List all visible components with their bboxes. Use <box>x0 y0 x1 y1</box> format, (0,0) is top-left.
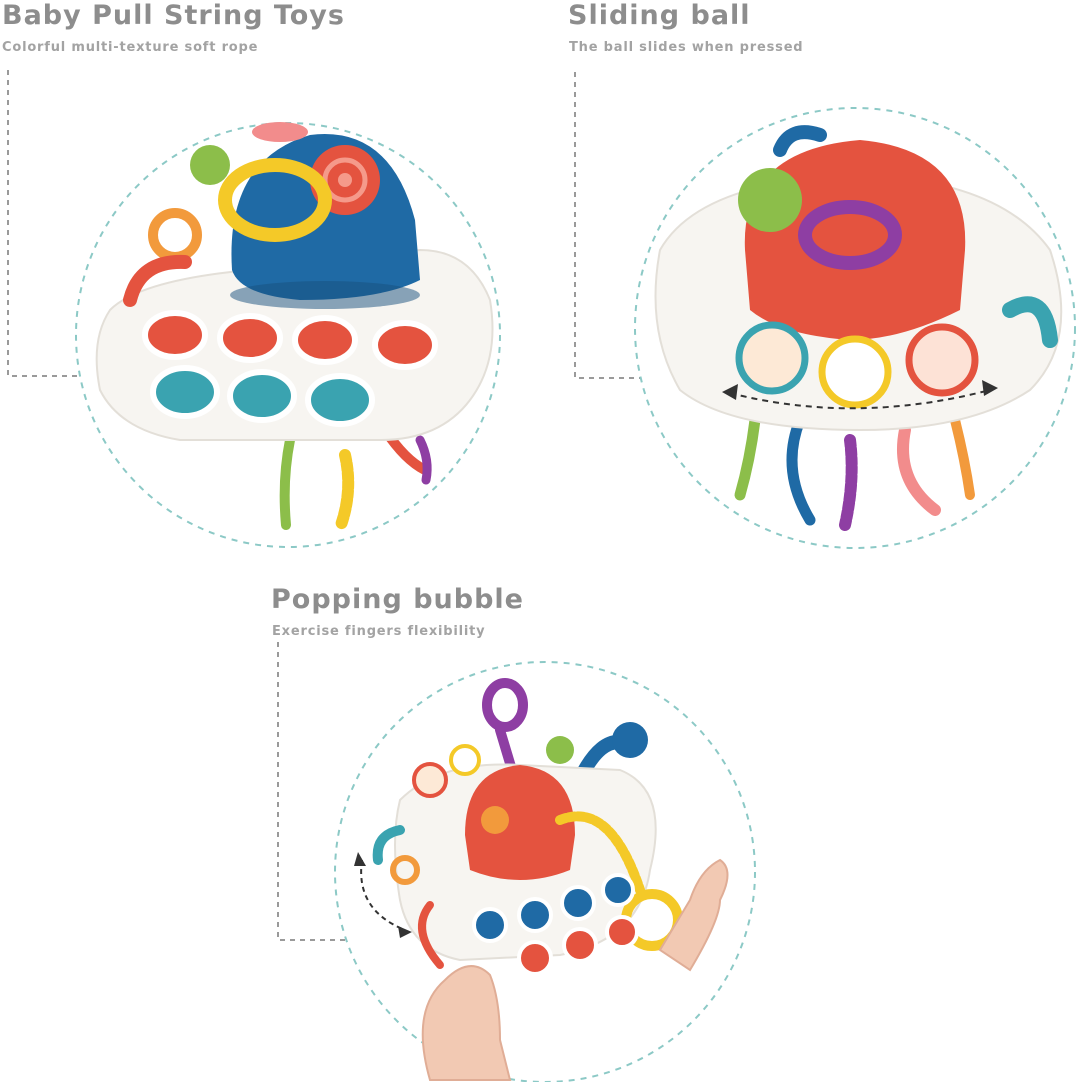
baby-pull-string-toy-photo <box>95 122 494 531</box>
feature-subtitle-sliding-ball: The ball slides when pressed <box>569 40 804 55</box>
popping-bubble-toy-photo <box>354 678 729 1081</box>
feature-subtitle-popping-bubble: Exercise fingers flexibility <box>272 624 486 639</box>
feature-title-sliding-ball: Sliding ball <box>568 0 751 31</box>
sliding-ball-toy-photo <box>654 125 1063 531</box>
feature-title-popping-bubble: Popping bubble <box>271 584 524 615</box>
feature-subtitle-pull-string: Colorful multi-texture soft rope <box>2 40 259 55</box>
feature-title-pull-string: Baby Pull String Toys <box>2 0 345 31</box>
